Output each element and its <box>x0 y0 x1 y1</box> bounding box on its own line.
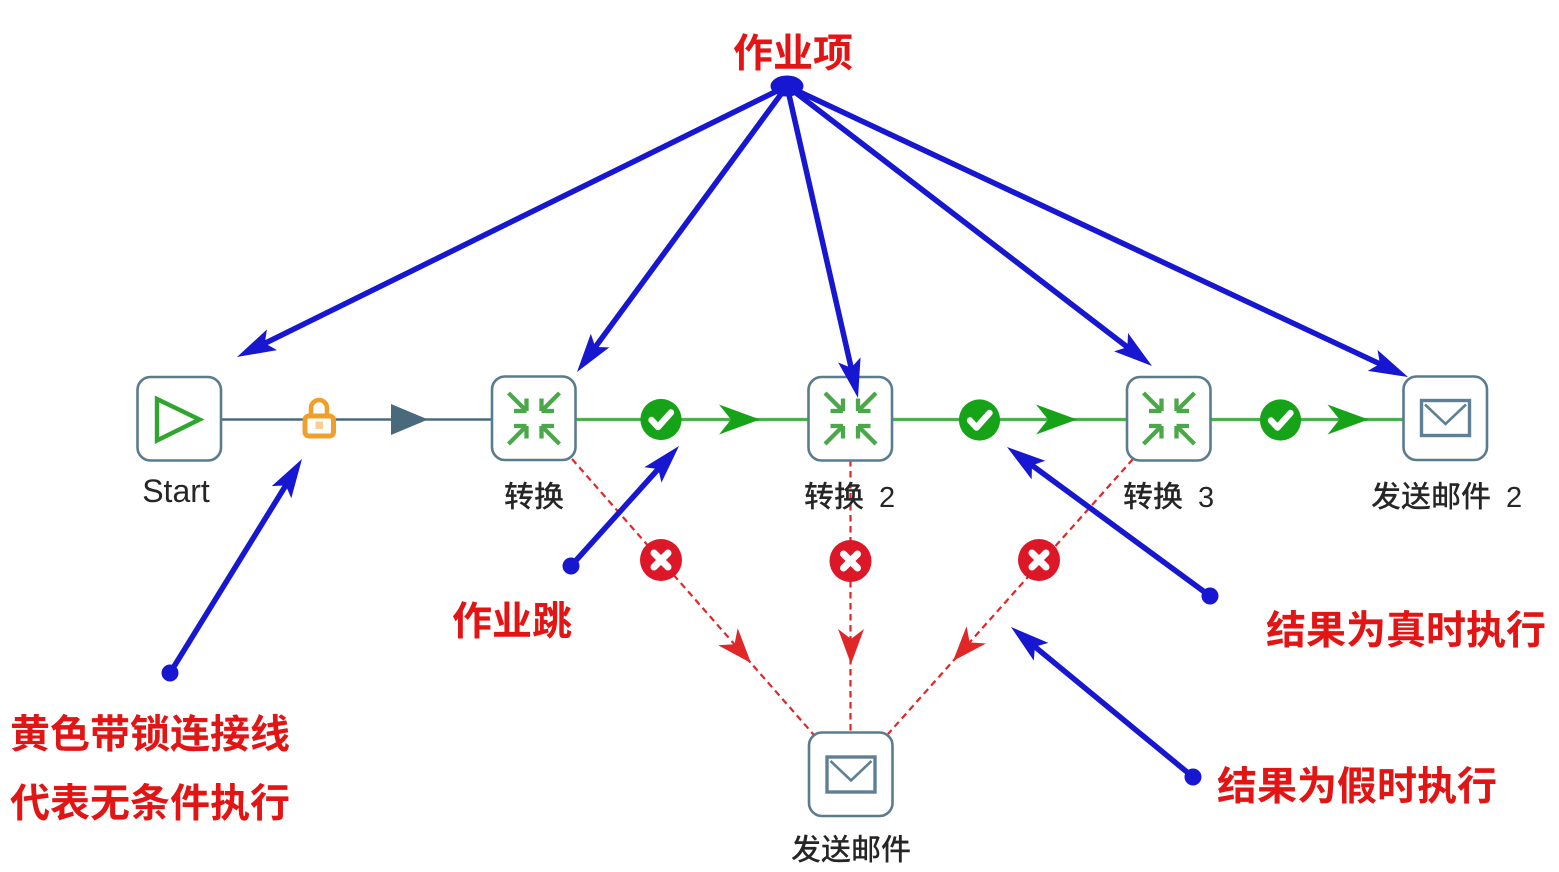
svg-text:Start: Start <box>142 473 210 509</box>
svg-text:3: 3 <box>1198 482 1214 514</box>
svg-text:2: 2 <box>879 482 895 514</box>
svg-text:2: 2 <box>1506 482 1522 514</box>
